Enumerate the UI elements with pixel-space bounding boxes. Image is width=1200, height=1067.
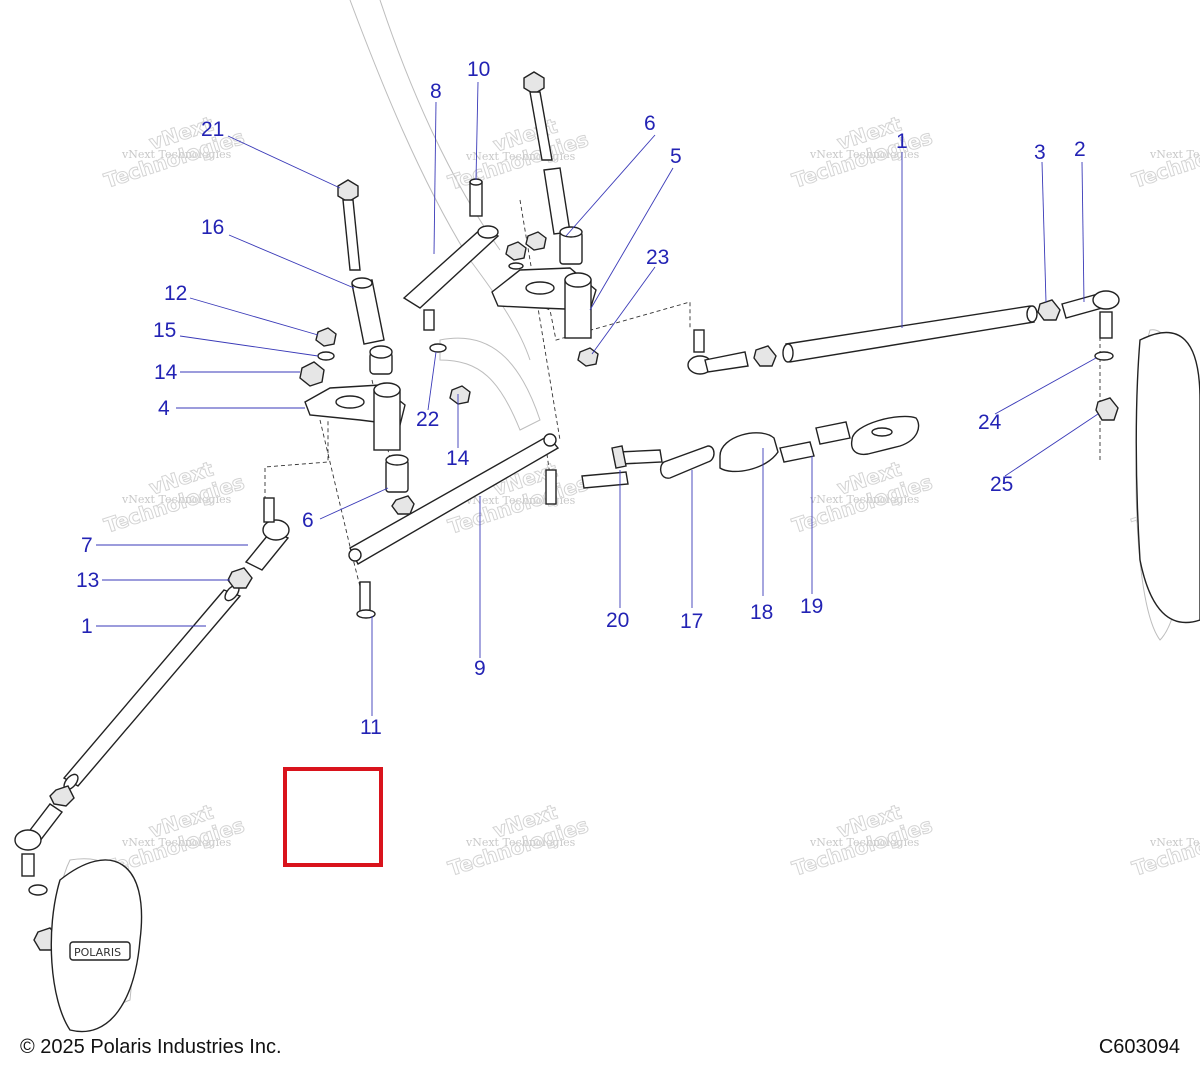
callout-23: 23 [646,246,669,269]
spindle-right [1135,331,1200,624]
bushing-6-lower [385,454,415,515]
watermark-text: vNext Technologies [809,148,920,161]
bolt-11 [356,581,376,619]
callout-10: 10 [467,58,490,81]
callout-6-upper: 6 [644,112,656,135]
copyright-text: © 2025 Polaris Industries Inc. [20,1036,282,1058]
idler-arm-8 [402,225,500,331]
watermark-text: vNext Technologies [809,493,920,506]
callout-13: 13 [76,569,99,592]
watermark-text: vNext Technologies [121,836,232,849]
jam-nut-3 [1037,299,1061,321]
callout-2: 2 [1074,138,1086,161]
highlight-box [283,767,383,867]
nut-23 [577,347,599,367]
clamp-18 [719,432,779,473]
plate-17 [659,445,715,479]
callout-1-right: 1 [896,130,908,153]
pitman-bracket-4 [304,382,406,451]
watermark-text: vNext Technologies [121,148,232,161]
callout-14-left: 14 [154,361,178,384]
callout-9: 9 [474,657,486,680]
watermark-text: Technologies [1129,813,1200,881]
bearing-upper [369,345,393,375]
bushing-16 [351,277,385,345]
callout-14-middle: 14 [446,447,470,470]
callout-4: 4 [158,397,170,420]
callout-20: 20 [606,609,629,632]
watermark-text: vNext Technologies [465,836,576,849]
parts: POLARIS [14,71,1200,1033]
link-bracket [850,415,920,456]
top-bolt [523,71,571,235]
bolt-20 [581,445,663,489]
callout-3: 3 [1034,141,1046,164]
watermark-text: vNext Technologies [1149,148,1200,161]
callout-25: 25 [990,473,1013,496]
callouts: 10 8 6 5 21 16 23 12 15 14 4 22 14 6 7 1… [76,58,1086,739]
callout-7: 7 [81,534,93,557]
callout-21: 21 [201,118,224,141]
leader-lines [96,81,1099,716]
tie-rod-end-7 [244,497,290,571]
watermarks: vNext Technologies vNext Technologies vN… [101,111,1200,881]
nut-25 [1095,397,1119,421]
nut-12 [315,327,337,347]
callout-22: 22 [416,408,439,431]
callout-19: 19 [800,595,823,618]
jam-nut-13 [227,567,253,589]
callout-16: 16 [201,216,224,239]
spacer-19 [779,421,851,463]
watermark-text: Technologies [1129,125,1200,193]
callout-6-lower: 6 [302,509,314,532]
tie-rod-end-right-inner [687,329,777,375]
bolt-21 [337,179,361,271]
watermark-text: vNext Technologies [809,836,920,849]
bracket-nuts [505,231,547,270]
tie-rod-tube-right [782,305,1038,363]
tie-rod-tube-left [62,584,242,791]
callout-1-left: 1 [81,615,93,638]
callout-15: 15 [153,319,176,342]
watermark-text: vNext Technologies [121,493,232,506]
bolt-10 [469,178,483,217]
stud [545,469,557,505]
callout-5: 5 [670,145,682,168]
watermark-text: vNext Technologies [1149,836,1200,849]
nut-14-left [299,361,325,387]
tie-rod-end-2 [1061,290,1120,339]
callout-24: 24 [978,411,1002,434]
washer-15 [317,351,335,361]
callout-18: 18 [750,601,773,624]
nut-14-middle [449,385,471,405]
callout-8: 8 [430,80,442,103]
washer-24 [1094,351,1114,361]
callout-11: 11 [360,716,382,739]
spindle-left: POLARIS [50,859,143,1033]
washer-22 [429,343,447,353]
callout-17: 17 [680,610,703,633]
pitman-bracket-5 [491,226,597,339]
brand-plate: POLARIS [74,946,121,959]
drag-link-9 [348,433,560,565]
callout-12: 12 [164,282,187,305]
diagram-code: C603094 [1098,1036,1180,1058]
